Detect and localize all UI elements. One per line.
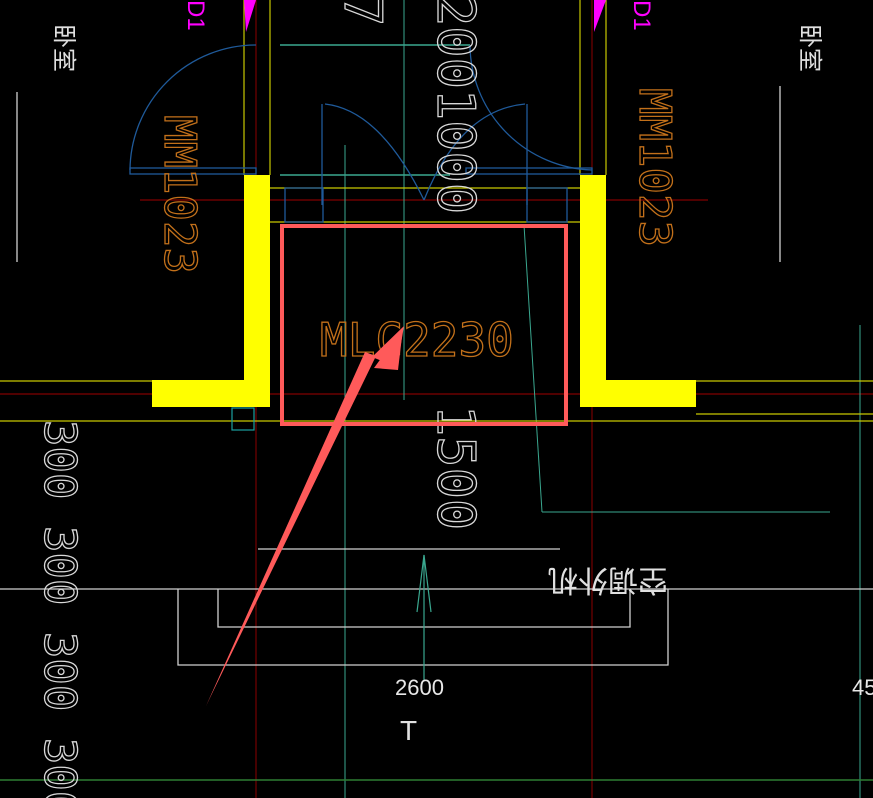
door-label-right: MM1023 — [629, 88, 680, 247]
door-tag-left: D1 — [182, 0, 209, 31]
door-swings — [129, 44, 593, 223]
highlight-box — [280, 224, 568, 426]
room-label-right: 卧室 — [796, 24, 823, 72]
walls — [152, 175, 696, 407]
dim-vertical-top: 2001000 — [425, 0, 485, 214]
small-mark: T — [400, 715, 417, 746]
equipment-label: 空调外机 — [548, 563, 668, 596]
door-tag-right: D1 — [628, 0, 655, 31]
top-partial-number: 7 — [332, 0, 392, 26]
door-label-left: MM1023 — [154, 115, 205, 274]
dim-right-partial: 45 — [852, 675, 873, 700]
window-label: MLC2230 — [320, 313, 514, 367]
dimension-arrow — [416, 554, 432, 680]
dim-horizontal: 2600 — [395, 675, 444, 700]
room-label-left: 卧室 — [50, 24, 77, 72]
door-tags-markers — [244, 0, 606, 32]
column-marker — [231, 407, 255, 431]
dim-left-stack: 300 300 300 300 — [34, 420, 85, 798]
highlight-arrow — [206, 326, 404, 706]
